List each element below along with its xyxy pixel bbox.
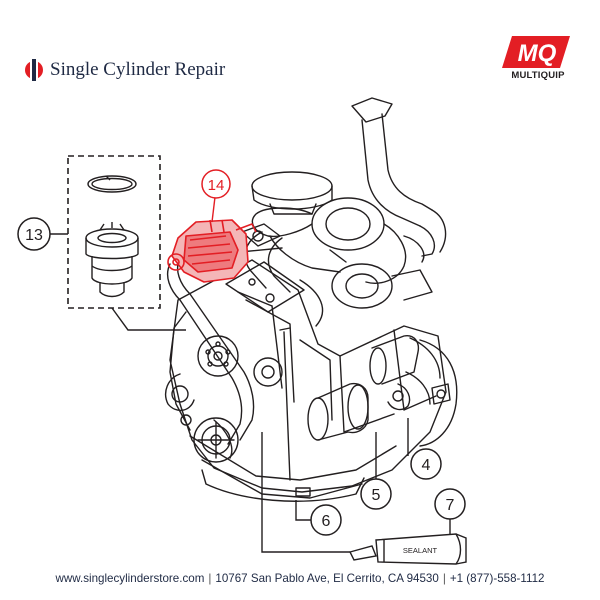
sealant-tube: SEALANT	[348, 533, 467, 565]
sealant-label: SEALANT	[403, 546, 438, 555]
store-address: 10767 San Pablo Ave, El Cerrito, CA 9453…	[215, 572, 439, 585]
cylinder-head	[225, 223, 305, 313]
mq-mark: MQ	[518, 40, 557, 67]
oil-filter	[307, 382, 369, 441]
callout-6-label: 6	[322, 513, 331, 530]
leader-14	[211, 196, 216, 223]
water-pump-pulley	[197, 335, 239, 377]
store-brand: Single Cylinder Repair	[24, 50, 225, 90]
engine-block	[169, 259, 447, 499]
exhaust-pipe	[351, 97, 447, 263]
turbocharger	[251, 197, 433, 327]
callout-4-label: 4	[422, 457, 431, 474]
footer-divider: |	[442, 572, 446, 585]
thermostat-group	[67, 155, 161, 309]
idler-pulley	[253, 357, 283, 387]
dipstick	[279, 327, 291, 481]
multiquip-logo: MQ	[502, 36, 570, 68]
leader-7-to-tube	[261, 432, 350, 553]
callout-13[interactable]: 13	[17, 217, 51, 251]
fan-belt	[166, 257, 255, 459]
store-phone[interactable]: +1 (877)-558-1112	[449, 572, 545, 585]
snap-ring-icon	[87, 175, 137, 193]
callout-5-label: 5	[372, 487, 381, 504]
piston-logo-icon	[25, 57, 43, 83]
leader-6	[295, 500, 312, 521]
callout-5[interactable]: 5	[360, 478, 392, 510]
store-website-link[interactable]: www.singlecylinderstore.com	[55, 572, 205, 585]
callout-14[interactable]: 14	[201, 169, 231, 199]
starter-motor	[369, 335, 420, 385]
callout-7[interactable]: 7	[434, 488, 466, 520]
callout-7-label: 7	[446, 497, 455, 514]
store-name: Single Cylinder Repair	[50, 59, 226, 80]
oil-pan	[201, 469, 365, 502]
store-footer: www.singlecylinderstore.com|10767 San Pa…	[0, 572, 600, 585]
footer-divider: |	[208, 572, 212, 585]
callout-4[interactable]: 4	[410, 448, 442, 480]
alternator	[167, 219, 257, 283]
crankshaft-pulley	[193, 417, 239, 463]
thermostat-icon	[85, 222, 139, 298]
flywheel-housing	[387, 339, 458, 447]
timing-cover	[164, 311, 195, 431]
mq-name: MULTIQUIP	[511, 70, 565, 81]
callout-14-label: 14	[208, 177, 225, 194]
callout-13-label: 13	[25, 227, 43, 244]
leader-13-to-engine	[111, 307, 186, 331]
callout-6[interactable]: 6	[310, 504, 342, 536]
